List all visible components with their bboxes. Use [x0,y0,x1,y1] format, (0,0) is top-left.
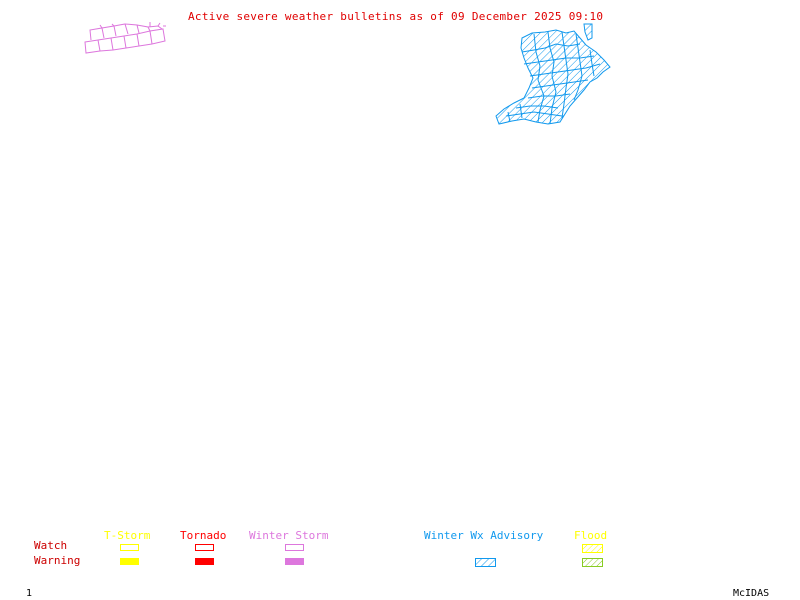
tornado-watch-swatch [195,544,214,551]
legend-label-flood: Flood [574,529,608,542]
tstorm-warning-swatch [120,558,139,565]
winter-wx-advisory-swatch [475,558,496,567]
tstorm-watch-swatch [120,544,139,551]
winter-storm-warning-zones [84,22,166,54]
legend-row-warning: Warning [34,554,81,567]
flood-watch-swatch [582,544,603,553]
legend-label-tstorm: T-Storm [104,529,151,542]
flood-warning-swatch [582,558,603,567]
winter-wx-advisory-zones [495,23,611,125]
winter-storm-warning-swatch [285,558,304,565]
legend-label-winter-storm: Winter Storm [249,529,329,542]
legend-label-tornado: Tornado [180,529,227,542]
software-label: McIDAS [733,588,770,599]
frame-number: 1 [26,588,33,599]
bulletin-title: Active severe weather bulletins as of 09… [188,10,604,23]
legend-row-watch: Watch [34,539,68,552]
legend-label-winter-wx-advisory: Winter Wx Advisory [424,529,544,542]
winter-storm-watch-swatch [285,544,304,551]
tornado-warning-swatch [195,558,214,565]
